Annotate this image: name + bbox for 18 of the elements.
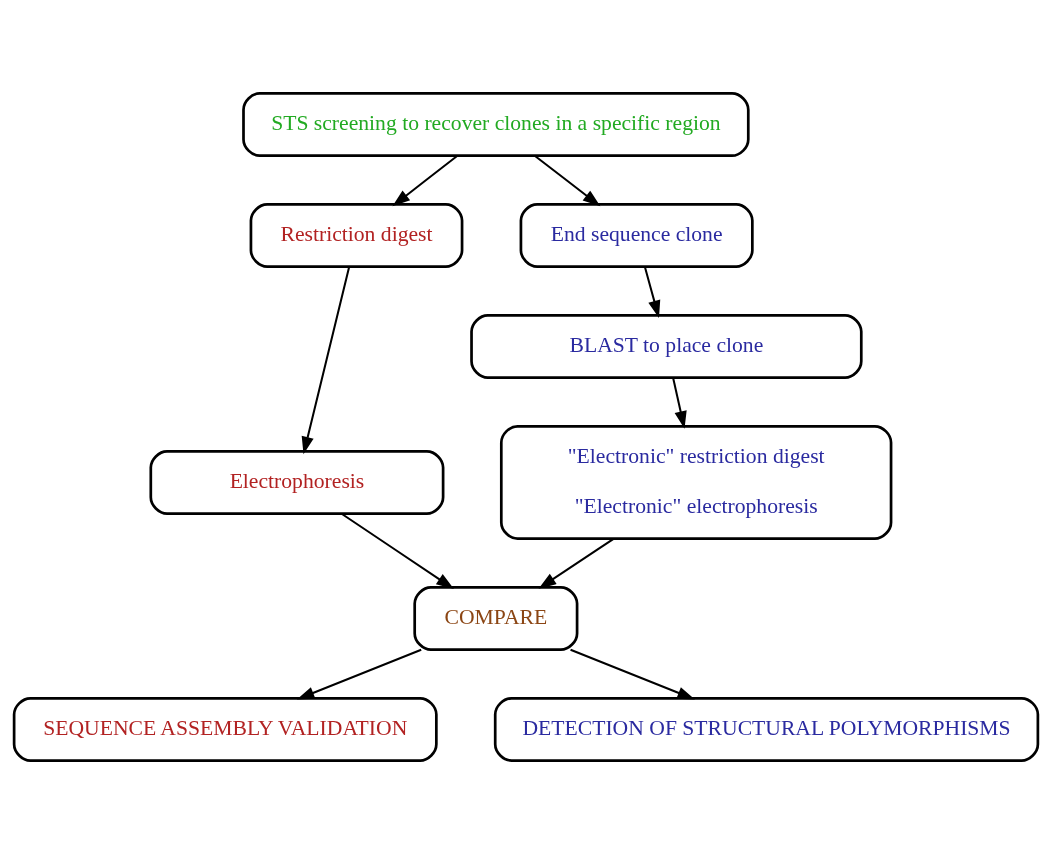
node-box: End sequence clone [519,202,754,268]
arrow [392,154,459,206]
node-box: STS screening to recover clones in a specific region [242,91,750,157]
node-box: BLAST to place clone [470,313,863,379]
node-box: DETECTION OF STRUCTURAL POLYMORPHISMS [493,696,1040,762]
arrow [534,154,601,206]
arrow [672,377,687,429]
arrow [570,648,695,699]
node-box: "Electronic" restriction digest "Electronic" electrophoresis [499,424,893,540]
node-box: COMPARE [413,585,579,651]
node-box: Electrophoresis [149,449,445,515]
node-box: Restriction digest [249,202,464,268]
arrow [538,537,615,589]
arrow [296,648,422,699]
arrow [301,266,351,454]
node-box: SEQUENCE ASSEMBLY VALIDATION [12,696,438,762]
arrow [341,512,454,589]
arrow [643,266,661,318]
